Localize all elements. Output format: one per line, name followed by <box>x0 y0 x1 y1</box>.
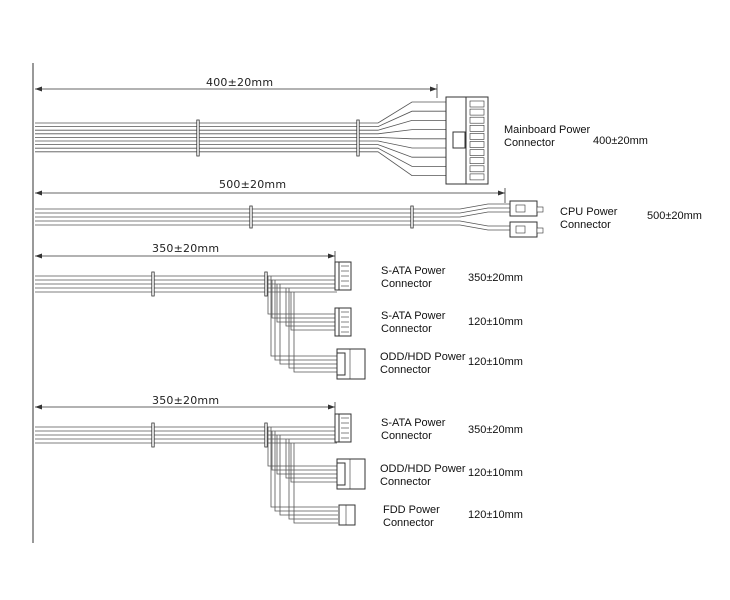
sata-cable-2-branch-wire <box>274 431 338 512</box>
mainboard-wire <box>35 129 447 135</box>
sata-cable-2-cable-tie-2 <box>264 422 268 448</box>
dimension-label-sata-2: 350±20mm <box>152 394 220 407</box>
sata-cable-1-connector-3-flange <box>336 352 346 376</box>
mainboard-wire <box>35 101 447 124</box>
dimension-arrow-mainboard-left-arrow <box>35 86 42 92</box>
sata-cable-2-branch-wire <box>271 431 338 471</box>
sata-cable-1-branch-wire <box>290 292 338 331</box>
dimension-arrow-sata-cable-2-left-arrow <box>35 404 42 410</box>
dimension-arrow-sata-cable-2-right-arrow <box>328 404 335 410</box>
sata-cable-2-connector-2-flange <box>336 462 346 486</box>
dimension-arrow-cpu-left-arrow <box>35 190 42 196</box>
sata-cable-2-branch-wire <box>288 439 338 520</box>
mainboard-connector-pin <box>469 116 485 124</box>
dimension-label-cpu: 500±20mm <box>219 178 287 191</box>
dimension-arrow-sata-cable-1-left-arrow <box>35 253 42 259</box>
length-sata-a2: 120±10mm <box>468 316 523 328</box>
sata-cable-2-branch-wire <box>267 427 338 467</box>
sata-cable-1-cable-tie-1 <box>151 271 155 297</box>
connector-label-odd-b: ODD/HDD Power Connector <box>380 463 466 488</box>
mainboard-cable-tie-2 <box>356 119 360 157</box>
mainboard-wire <box>35 140 447 149</box>
connector-label-mainboard: Mainboard Power Connector <box>504 124 591 149</box>
mainboard-wire <box>35 144 447 158</box>
sata-cable-2-branch-wire <box>270 427 338 508</box>
cpu-wire <box>35 203 512 210</box>
sata-cable-2-branch-wire <box>279 435 338 516</box>
cpu-wire <box>35 224 512 231</box>
sata-cable-1-branch-wire <box>271 280 338 319</box>
mainboard-connector-pin <box>469 165 485 173</box>
mainboard-cable-tie-1 <box>196 119 200 157</box>
cpu-connector-lower-pin <box>515 225 526 234</box>
sata-cable-1-branch-wire <box>274 280 338 361</box>
mainboard-wire <box>35 136 447 140</box>
connector-label-sata-a1: S-ATA Power Connector <box>381 265 446 290</box>
length-cpu: 500±20mm <box>647 210 702 222</box>
length-fdd: 120±10mm <box>468 509 523 521</box>
dimension-arrow-sata-cable-1-right-arrow <box>328 253 335 259</box>
sata-cable-1-branch-wire <box>270 276 338 357</box>
cpu-connector-upper-pin <box>515 204 526 213</box>
mainboard-connector-pin <box>469 108 485 116</box>
length-mainboard: 400±20mm <box>593 135 648 147</box>
mainboard-connector-pin <box>469 133 485 140</box>
cpu-wire <box>35 220 512 227</box>
dimension-arrow-cpu-right-arrow <box>498 190 505 196</box>
mainboard-connector-pin <box>469 173 485 181</box>
length-sata-b1: 350±20mm <box>468 424 523 436</box>
mainboard-connector-latch <box>452 131 466 149</box>
cpu-connector-upper-latch <box>536 206 544 213</box>
cpu-cable-tie-1 <box>249 205 253 229</box>
cpu-cable-tie-2 <box>410 205 414 229</box>
cpu-wire <box>35 211 512 218</box>
mainboard-wire <box>35 147 447 167</box>
mainboard-connector-pin <box>469 141 485 148</box>
sata-cable-1-branch-wire <box>267 276 338 315</box>
mainboard-wire <box>35 151 447 177</box>
sata-cable-2-branch-wire <box>276 435 338 475</box>
sata-cable-2-branch-wire <box>293 443 338 524</box>
cpu-wire <box>35 207 512 214</box>
connector-label-fdd: FDD Power Connector <box>383 504 440 529</box>
sata-cable-1-branch-wire <box>293 292 338 373</box>
dimension-label-mainboard: 400±20mm <box>206 76 274 89</box>
length-odd-b: 120±10mm <box>468 467 523 479</box>
mainboard-connector-pin <box>469 149 485 156</box>
mainboard-connector-pin <box>469 157 485 164</box>
connector-label-sata-a2: S-ATA Power Connector <box>381 310 446 335</box>
dimension-label-sata-1: 350±20mm <box>152 242 220 255</box>
sata-cable-1-branch-wire <box>288 288 338 369</box>
cpu-connector-lower-latch <box>536 227 544 234</box>
sata-cable-2-branch-wire <box>290 443 338 483</box>
dimension-arrow-mainboard-right-arrow <box>430 86 437 92</box>
sata-cable-1-cable-tie-2 <box>264 271 268 297</box>
mainboard-wire <box>35 110 447 127</box>
mainboard-connector-pin <box>469 100 485 108</box>
sata-cable-1-branch-wire <box>279 284 338 365</box>
length-odd-a: 120±10mm <box>468 356 523 368</box>
sata-cable-2-cable-tie-1 <box>151 422 155 448</box>
mainboard-connector-pin <box>469 125 485 132</box>
connector-label-cpu: CPU Power Connector <box>560 206 618 231</box>
connector-label-odd-a: ODD/HDD Power Connector <box>380 351 466 376</box>
sata-cable-2-connector-3 <box>338 504 356 526</box>
connector-label-sata-b1: S-ATA Power Connector <box>381 417 446 442</box>
mainboard-wire <box>35 120 447 131</box>
sata-cable-1-branch-wire <box>276 284 338 323</box>
sata-cable-1-branch-wire <box>285 288 338 327</box>
sata-cable-2-branch-wire <box>285 439 338 479</box>
length-sata-a1: 350±20mm <box>468 272 523 284</box>
